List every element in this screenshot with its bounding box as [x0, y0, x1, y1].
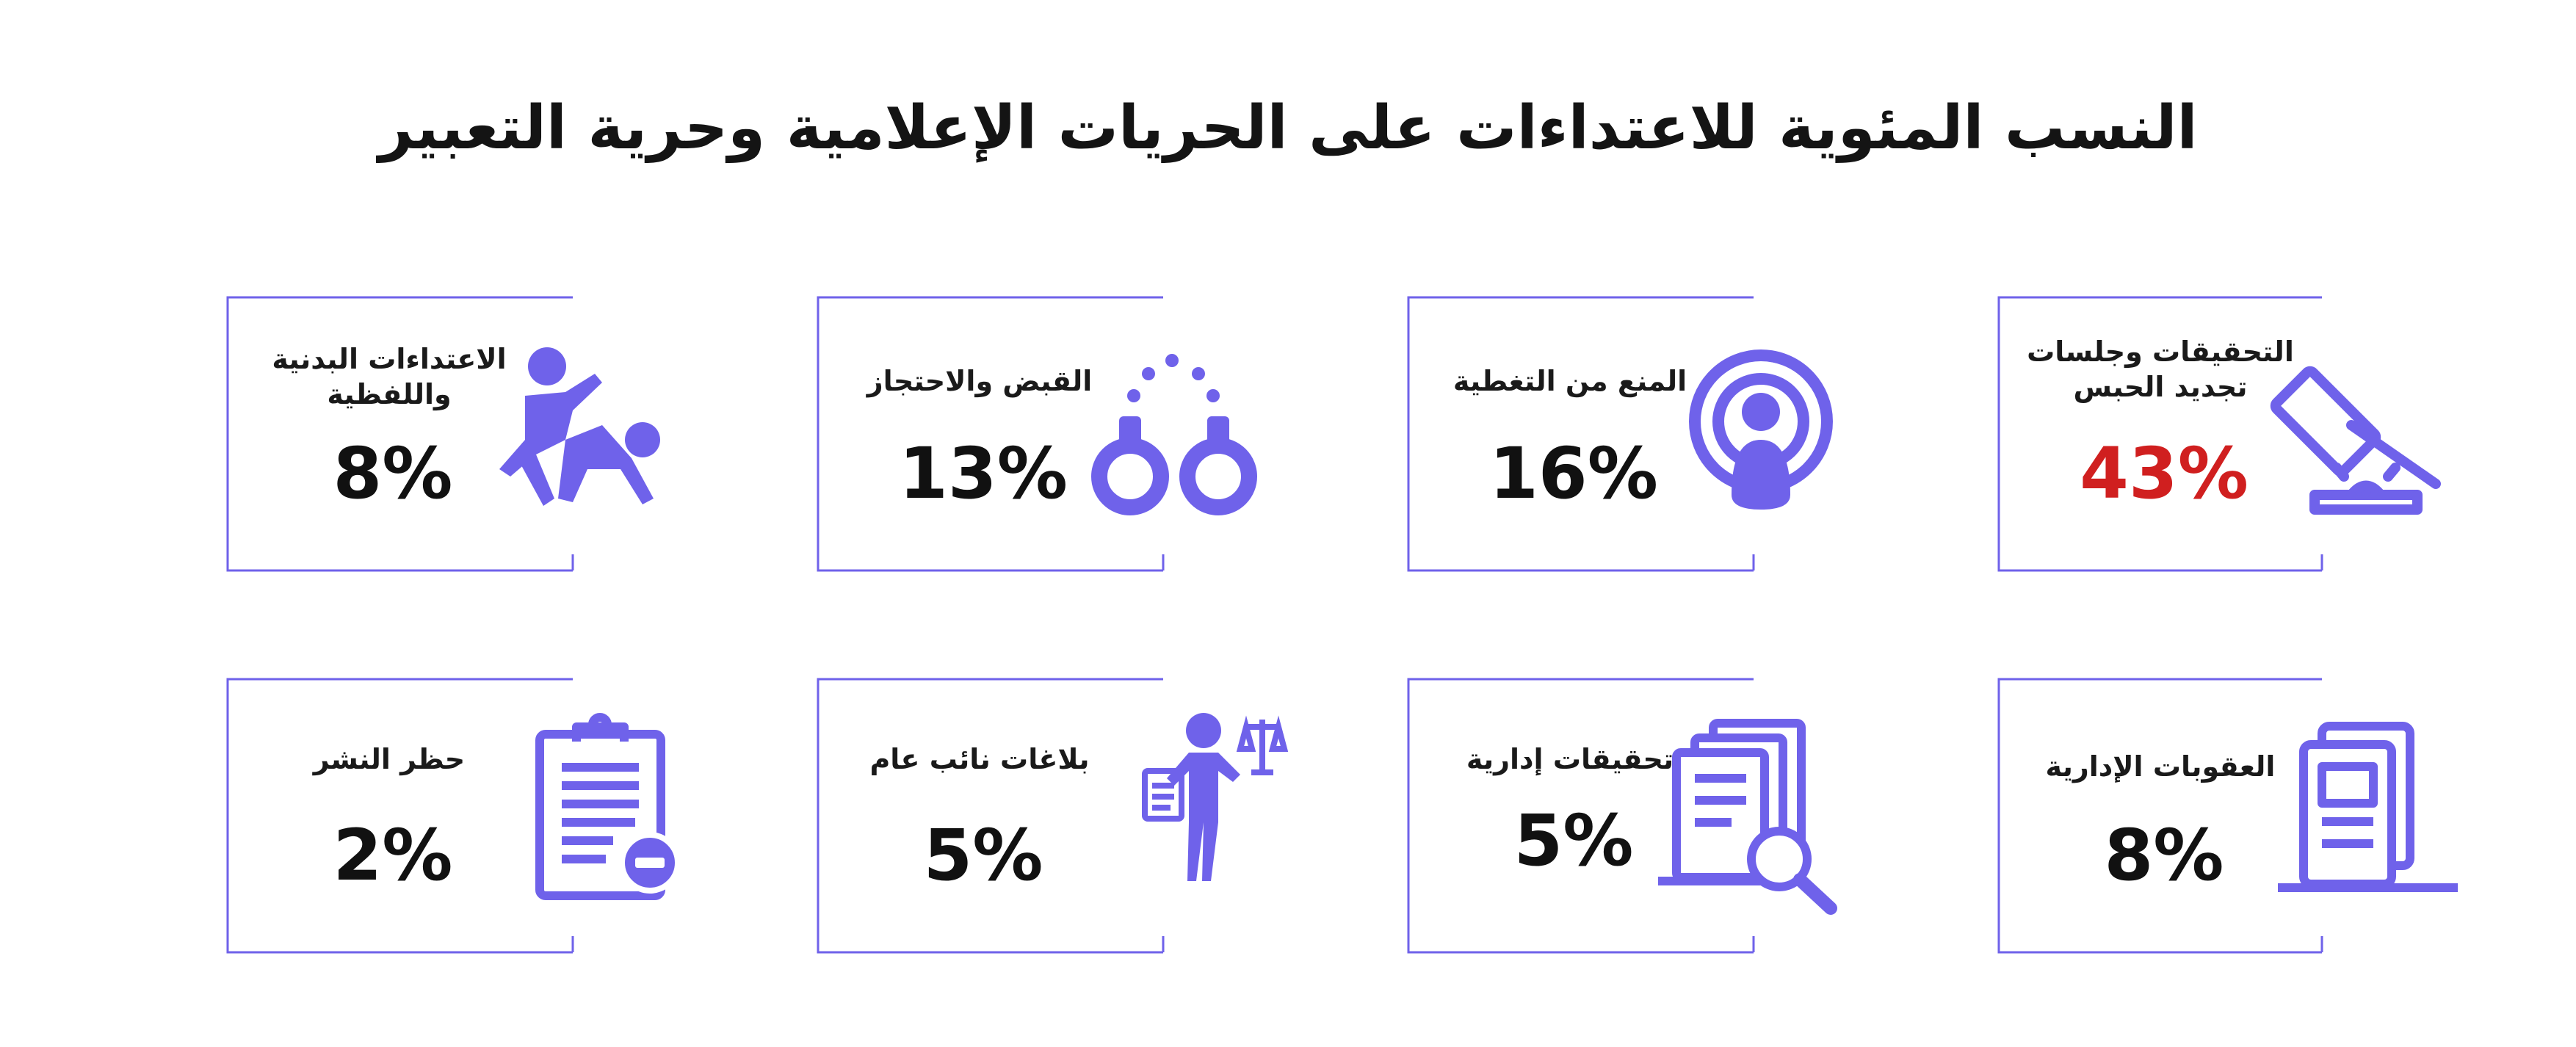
stat-card-admin-investigations: تحقيقات إدارية 5% [1407, 678, 1837, 954]
card-label: التحقيقات وجلسات تجديد الحبس [2027, 336, 2294, 403]
card-value: 5% [923, 814, 1043, 896]
stat-card-arrest: القبض والاحتجاز 13% [817, 296, 1257, 572]
card-value: 8% [2104, 814, 2224, 896]
stat-card-admin-penalties: العقوبات الإدارية 8% [1997, 678, 2458, 954]
card-frame [1997, 678, 2323, 954]
card-value: 5% [1513, 800, 1634, 882]
card-frame [817, 678, 1165, 954]
card-frame [226, 678, 574, 954]
card-frame [1407, 296, 1755, 572]
card-value: 2% [333, 814, 453, 896]
card-label: الاعتداءات البدنية واللفظية [272, 343, 507, 410]
card-label: حظر النشر [313, 743, 466, 775]
document-search-icon [1658, 719, 1837, 915]
card-label: تحقيقات إدارية [1466, 743, 1674, 775]
stat-card-publication-ban: حظر النشر 2% [226, 678, 681, 954]
handcuffs-icon [1091, 354, 1257, 515]
stat-card-interrogations: التحقيقات وجلسات تجديد الحبس 43% [1997, 296, 2441, 572]
chart-title: النسب المئوية للاعتداءات على الحريات الإ… [378, 93, 2198, 163]
stat-card-coverage-ban: المنع من التغطية 16% [1407, 296, 1833, 572]
card-frame [226, 296, 574, 572]
prosecutor-icon [1142, 713, 1289, 881]
card-value: 16% [1489, 432, 1658, 515]
card-value: 8% [333, 432, 453, 515]
card-value: 43% [2080, 432, 2248, 515]
card-label: العقوبات الإدارية [2045, 750, 2276, 783]
card-frame [1407, 678, 1755, 954]
stat-card-assaults: الاعتداءات البدنية واللفظية 8% [226, 296, 660, 572]
card-label: المنع من التغطية [1452, 365, 1687, 397]
clipboard-ban-icon [535, 713, 681, 900]
card-value: 13% [899, 432, 1068, 515]
broadcast-person-icon [1689, 349, 1833, 510]
card-label: القبض والاحتجاز [866, 365, 1093, 397]
card-frame [1997, 296, 2323, 572]
card-frame [817, 296, 1165, 572]
stat-card-prosecutor-reports: بلاغات نائب عام 5% [817, 678, 1289, 954]
fight-icon [499, 347, 660, 506]
card-label: بلاغات نائب عام [869, 743, 1090, 775]
gavel-icon [2270, 366, 2441, 515]
document-icon [2278, 722, 2458, 892]
